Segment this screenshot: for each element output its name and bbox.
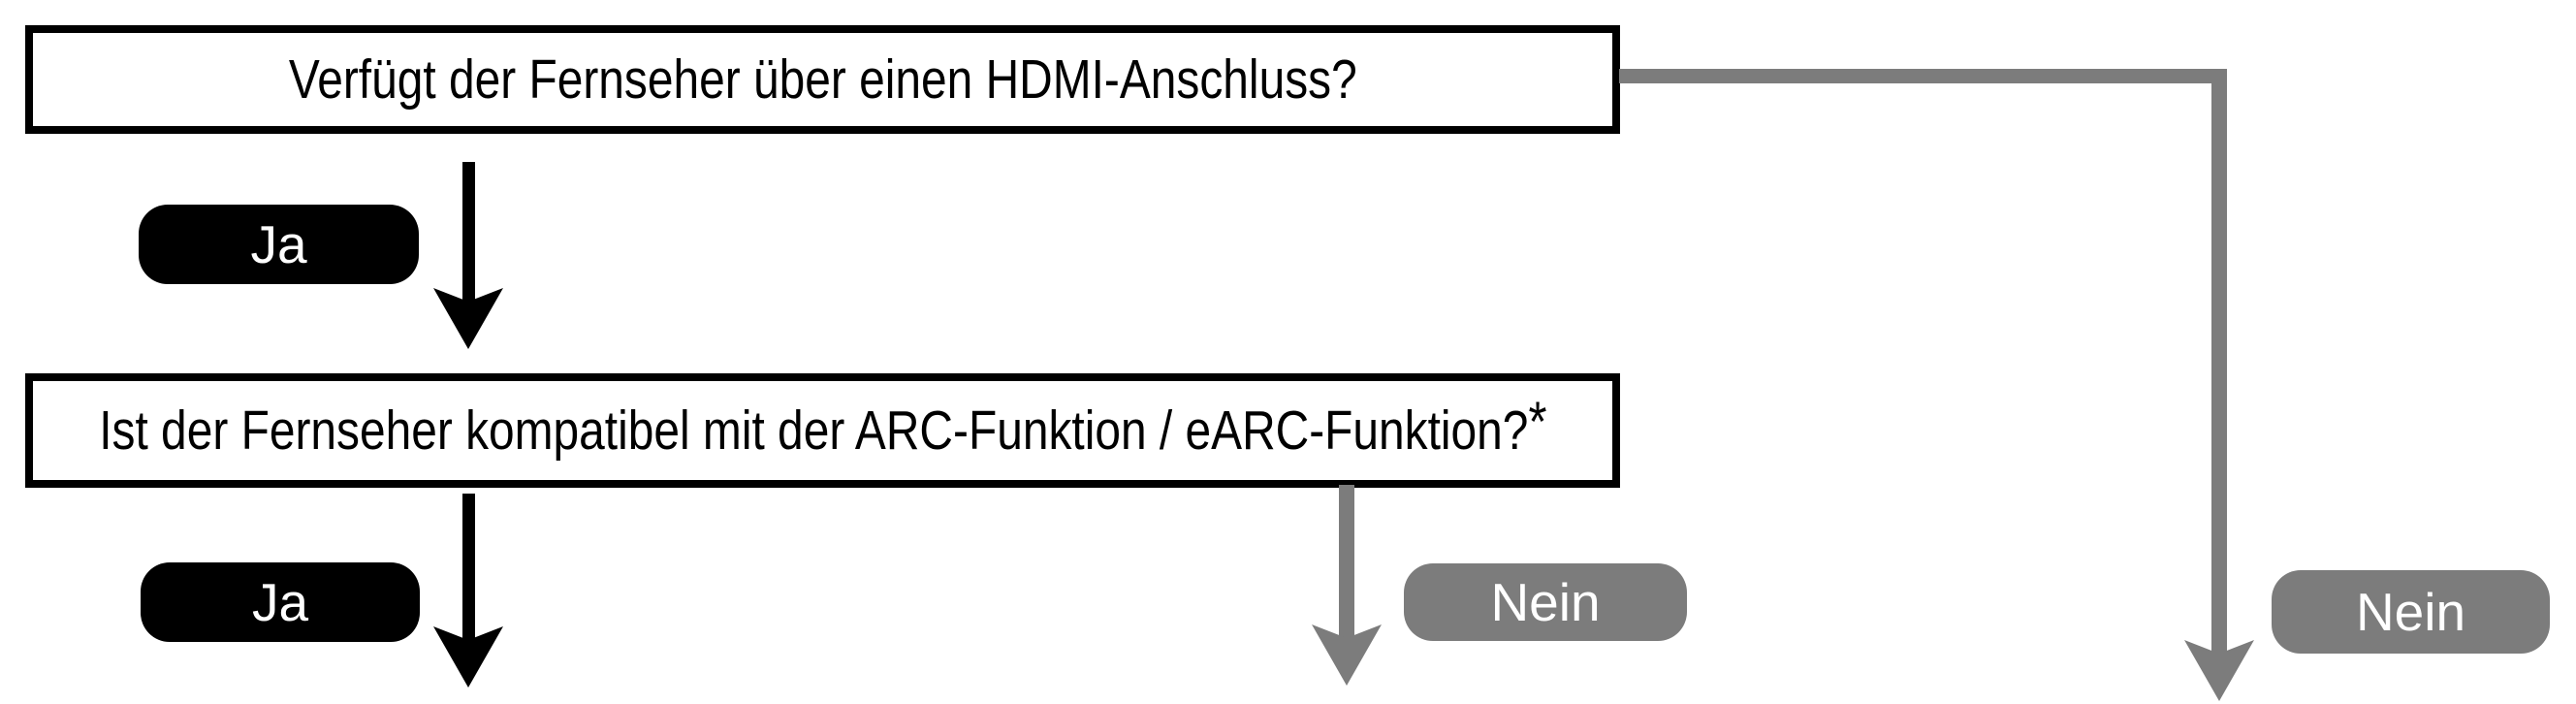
connector-q2-nein-shaft: [1339, 485, 1354, 640]
arrow-down-icon: [1312, 624, 1382, 686]
answer-badge-ja-1: Ja: [139, 205, 419, 284]
connector-q1-ja-shaft: [462, 162, 475, 305]
connector-q2-ja-shaft: [462, 494, 475, 644]
answer-badge-nein-1: Nein: [1404, 563, 1687, 641]
question-box-hdmi: Verfügt der Fernseher über einen HDMI-An…: [25, 25, 1620, 134]
connector-q1-nein-horizontal: [1619, 69, 2227, 83]
answer-badge-nein-1-label: Nein: [1490, 571, 1601, 632]
question-box-arc-text: Ist der Fernseher kompatibel mit der ARC…: [98, 394, 1546, 462]
arrow-down-icon: [433, 288, 503, 349]
connector-q1-nein-vertical: [2211, 69, 2227, 654]
answer-badge-nein-2: Nein: [2272, 570, 2550, 654]
footnote-asterisk: *: [1528, 390, 1547, 454]
question-box-arc-text-main: Ist der Fernseher kompatibel mit der ARC…: [98, 399, 1529, 462]
answer-badge-nein-2-label: Nein: [2355, 581, 2466, 642]
question-box-arc: Ist der Fernseher kompatibel mit der ARC…: [25, 373, 1620, 488]
answer-badge-ja-2: Ja: [141, 562, 420, 642]
answer-badge-ja-1-label: Ja: [250, 213, 307, 274]
arrow-down-icon: [433, 626, 503, 688]
question-box-hdmi-text: Verfügt der Fernseher über einen HDMI-An…: [288, 48, 1357, 111]
arrow-down-icon: [2184, 640, 2254, 701]
answer-badge-ja-2-label: Ja: [251, 571, 309, 632]
